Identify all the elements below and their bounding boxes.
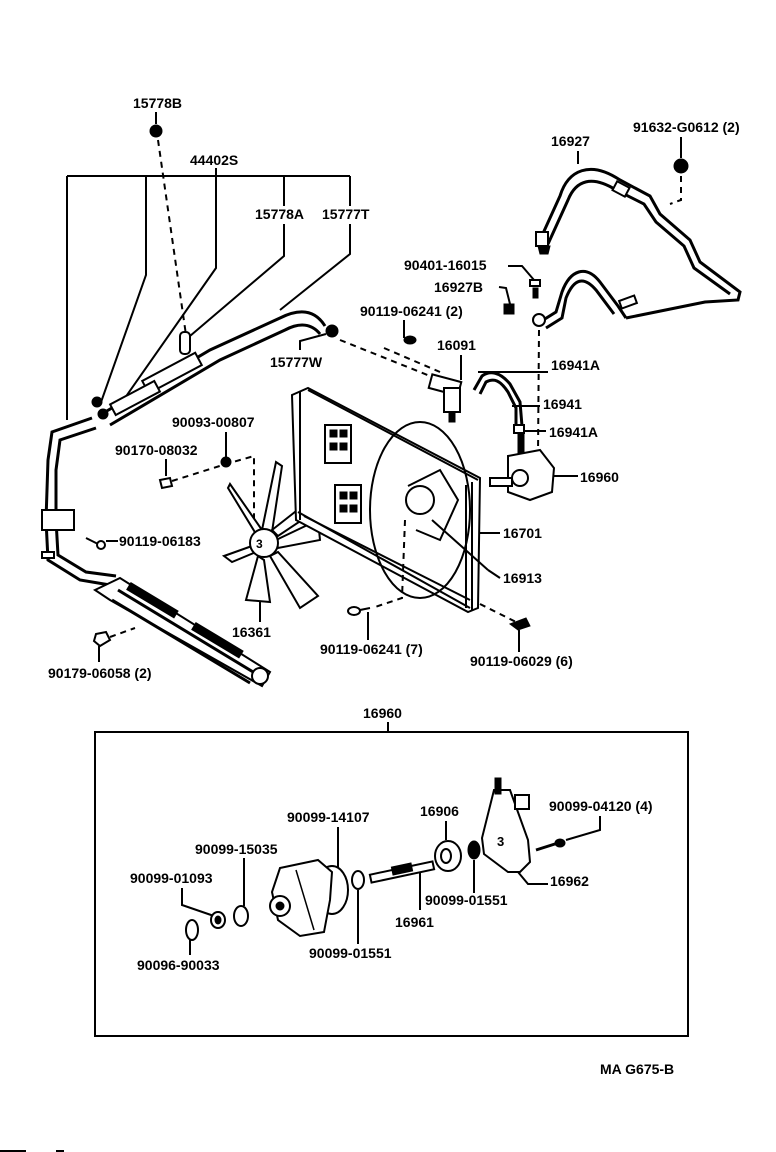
fan-pump-16960: [489, 433, 556, 502]
bolt-90179-icon: [92, 630, 112, 648]
label-90099-15035[interactable]: 90099-15035: [195, 841, 278, 857]
washer-90093-icon: [220, 456, 232, 468]
valve-16091: [427, 373, 463, 423]
svg-text:3: 3: [497, 834, 504, 849]
label-90099-01551-b[interactable]: 90099-01551: [425, 892, 508, 908]
label-16960[interactable]: 16960: [580, 469, 619, 485]
snap-ring-90033: [185, 919, 199, 941]
svg-text:3: 3: [256, 537, 263, 551]
pump-detail-title[interactable]: 16960: [363, 705, 402, 721]
label-15777T[interactable]: 15777T: [322, 206, 370, 222]
clip-15778B-icon: [149, 124, 163, 138]
label-90099-01093[interactable]: 90099-01093: [130, 870, 213, 886]
seal-15035: [233, 905, 249, 927]
label-16906[interactable]: 16906: [420, 803, 459, 819]
label-16913[interactable]: 16913: [503, 570, 542, 586]
label-16927B[interactable]: 16927B: [434, 279, 483, 295]
bolt-04120-icon: [535, 841, 559, 852]
label-90119-06183[interactable]: 90119-06183: [119, 533, 201, 549]
label-90099-14107[interactable]: 90099-14107: [287, 809, 370, 825]
label-16941A-top[interactable]: 16941A: [551, 357, 600, 373]
label-16927[interactable]: 16927: [551, 133, 590, 149]
upper-assembly: 15778B 44402S 15778A 15777T 15777W: [41, 95, 742, 688]
bolt-90119-06241-7-icon: [347, 606, 361, 616]
drawing-code: MA G675-B: [600, 1061, 674, 1077]
label-16961[interactable]: 16961: [395, 914, 434, 930]
cover-16962: 3: [480, 777, 532, 873]
label-90119-06029[interactable]: 90119-06029 (6): [470, 653, 573, 669]
fan-motor-16913: [405, 468, 460, 542]
label-44402S[interactable]: 44402S: [190, 152, 238, 168]
oil-cooler-pipe: [41, 416, 117, 587]
label-90096-90033[interactable]: 90096-90033: [137, 957, 220, 973]
bolt-90119-06183-icon: [96, 540, 106, 550]
oil-cooler: [92, 576, 272, 688]
label-16941[interactable]: 16941: [543, 396, 582, 412]
bolt-90119-06029-icon: [508, 617, 531, 631]
pump-body: [269, 858, 334, 938]
clip-16927B-icon: [503, 303, 515, 315]
nut-91632-icon: [673, 158, 689, 174]
label-15777W[interactable]: 15777W: [270, 354, 323, 370]
label-15778A[interactable]: 15778A: [255, 206, 304, 222]
label-91632-G0612[interactable]: 91632-G0612 (2): [633, 119, 740, 135]
fan-16361: 3: [221, 460, 322, 622]
label-16701[interactable]: 16701: [503, 525, 542, 541]
pump-detail: 16960 90099-14107 90099-15035 90099-0109…: [94, 705, 689, 1037]
label-90179-06058[interactable]: 90179-06058 (2): [48, 665, 152, 681]
label-90099-04120[interactable]: 90099-04120 (4): [549, 798, 653, 814]
seal-01551-b: [467, 840, 481, 860]
label-90119-06241-7[interactable]: 90119-06241 (7): [320, 641, 423, 657]
nut-90170-icon: [158, 476, 174, 490]
shaft-16961: [368, 860, 436, 884]
label-90093-00807[interactable]: 90093-00807: [172, 414, 255, 430]
label-90170-08032[interactable]: 90170-08032: [115, 442, 198, 458]
label-16941A-bottom[interactable]: 16941A: [549, 424, 598, 440]
label-16361[interactable]: 16361: [232, 624, 271, 640]
fan-shroud-16701: [290, 386, 482, 614]
label-90119-06241-2[interactable]: 90119-06241 (2): [360, 303, 463, 319]
oil-hose-upper: [91, 310, 327, 427]
clamp-15777W-icon: [325, 324, 339, 338]
label-90401-16015[interactable]: 90401-16015: [404, 257, 487, 273]
seal-01551-a: [351, 870, 365, 890]
label-16962[interactable]: 16962: [550, 873, 589, 889]
bolt-90401-icon: [529, 279, 541, 287]
label-15778B[interactable]: 15778B: [133, 95, 182, 111]
label-16091[interactable]: 16091: [437, 337, 476, 353]
label-90099-01551-a[interactable]: 90099-01551: [309, 945, 392, 961]
bolt-90119-06241-2-icon: [403, 335, 417, 345]
pump-detail-frame: [94, 731, 689, 1037]
